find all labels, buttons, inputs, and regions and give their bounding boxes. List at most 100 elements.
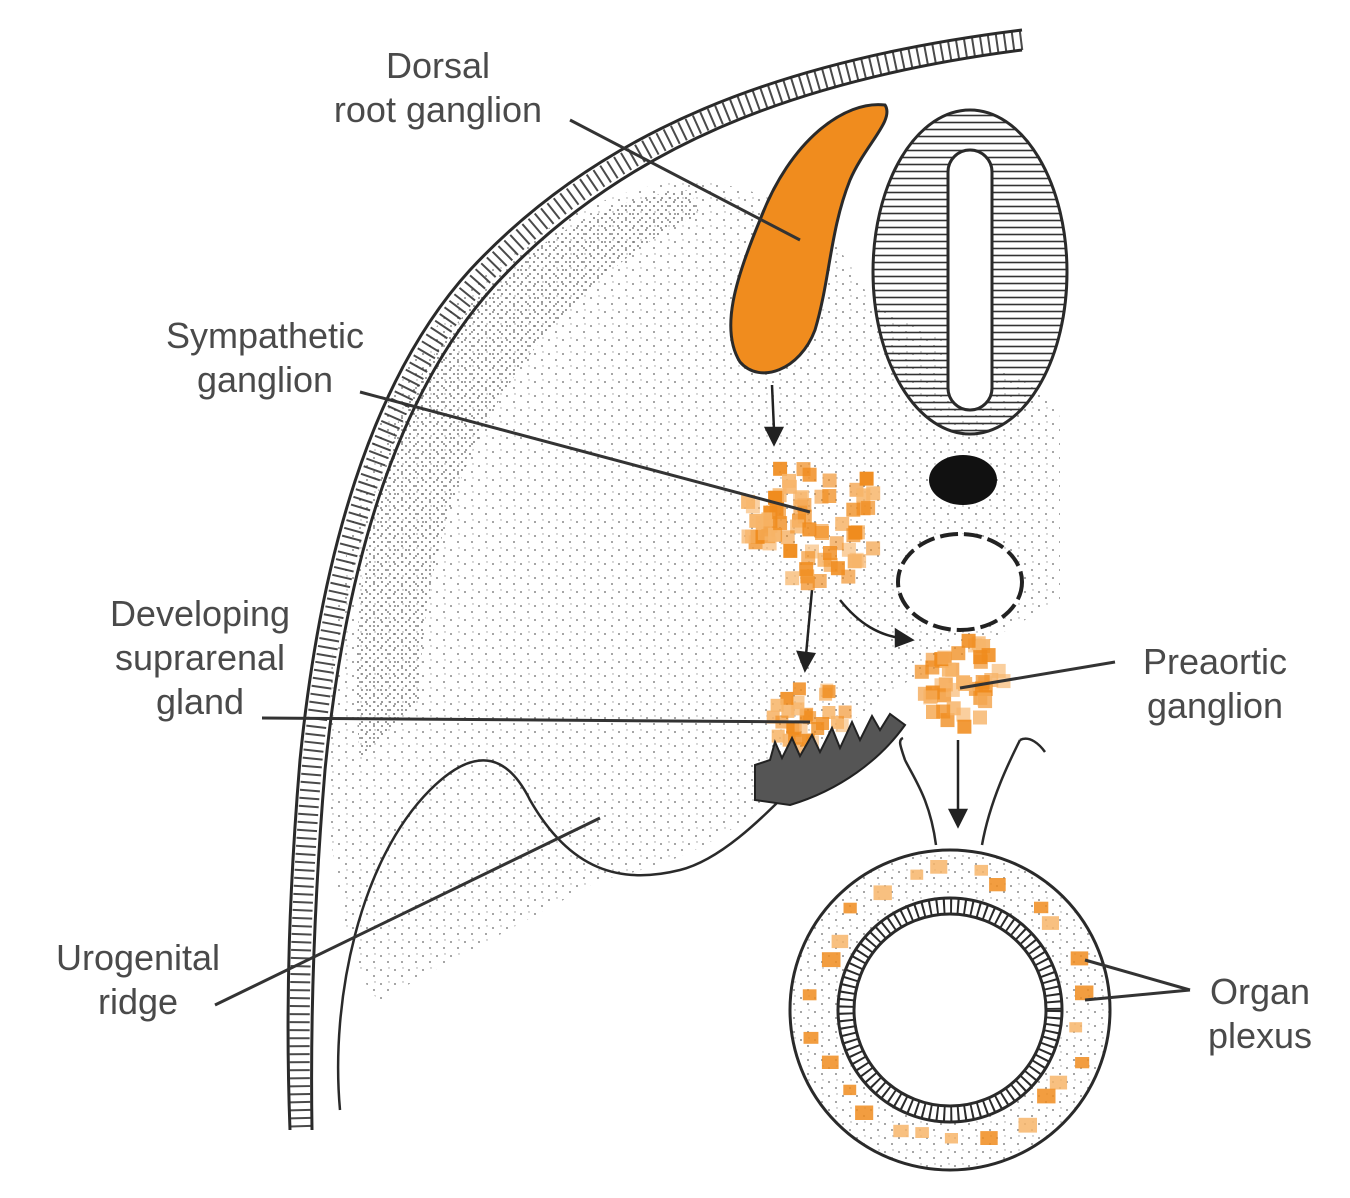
neural-crest-cell xyxy=(980,1131,998,1145)
neural-crest-cell xyxy=(1069,1022,1083,1033)
neural-crest-cell xyxy=(848,525,863,540)
neural-crest-cell xyxy=(1070,951,1089,966)
leader-lines xyxy=(214,118,1191,1007)
gut-lumen xyxy=(852,912,1048,1108)
neural-crest-cell xyxy=(873,885,892,901)
preaortic-ganglion-cells xyxy=(914,633,1011,734)
neural-crest-cell xyxy=(821,1055,839,1069)
neural-crest-cell xyxy=(1041,916,1059,930)
label-line: Developing xyxy=(109,593,291,634)
neural-crest-cell xyxy=(802,467,817,482)
neural-crest-cell xyxy=(951,646,966,661)
ectoderm-outer xyxy=(286,28,1023,1131)
label-dorsal-root-ganglion: Dorsal root ganglion xyxy=(288,44,588,132)
label-line: root ganglion xyxy=(333,89,543,130)
neural-crest-cell xyxy=(799,562,814,577)
neural-crest-cell xyxy=(937,650,952,665)
organ-plexus-cells xyxy=(802,860,1094,1145)
label-line: Urogenital xyxy=(55,937,221,978)
notochord xyxy=(929,455,997,505)
neural-crest-cell xyxy=(856,488,871,503)
neural-crest-cell xyxy=(989,878,1006,892)
neural-crest-cell xyxy=(771,729,785,743)
neural-crest-cell xyxy=(801,551,816,566)
label-urogenital-ridge: Urogenital ridge xyxy=(18,936,258,1024)
label-sympathetic-ganglion: Sympathetic ganglion xyxy=(120,314,410,402)
leader-sympathetic-ganglion xyxy=(359,390,811,514)
label-organ-plexus: Organ plexus xyxy=(1180,970,1340,1058)
neural-crest-cell xyxy=(822,489,837,503)
neural-crest-cell xyxy=(1049,1075,1068,1090)
leader-organ-plexus-a xyxy=(1084,958,1191,992)
sympathetic-ganglion-cells xyxy=(741,461,881,591)
leader-dorsal-root-ganglion xyxy=(569,118,801,242)
neural-crest-cell xyxy=(793,491,808,506)
neural-crest-cell xyxy=(781,704,795,718)
neural-crest-cell xyxy=(822,685,836,699)
label-line: plexus xyxy=(1207,1015,1313,1056)
neural-crest-cell xyxy=(741,494,756,509)
neural-crest-cell xyxy=(866,541,881,556)
label-line: Preaortic xyxy=(1142,641,1288,682)
neural-crest-cell xyxy=(1075,1057,1090,1069)
neural-crest-cell xyxy=(823,546,837,560)
neural-crest-cell xyxy=(773,461,788,476)
label-line: ridge xyxy=(97,981,179,1022)
neural-crest-cell xyxy=(961,633,976,648)
neural-crest-cell xyxy=(802,522,817,537)
neural-crest-cell xyxy=(761,512,776,527)
neural-crest-cell xyxy=(773,516,788,531)
neural-crest-cell xyxy=(1037,1088,1056,1104)
leader-organ-plexus-b xyxy=(1084,988,1191,1002)
neural-crest-cell xyxy=(802,989,817,1001)
neural-crest-cell xyxy=(923,690,938,705)
neural-crest-cell xyxy=(936,704,951,719)
neural-crest-cell xyxy=(914,664,929,679)
ectoderm-cells xyxy=(289,30,1024,1131)
neural-crest-cell xyxy=(859,471,874,486)
neural-crest-cell xyxy=(957,719,972,734)
neural-crest-cell xyxy=(800,576,815,591)
neural-crest-cell xyxy=(835,719,849,733)
neural-crest-cell xyxy=(803,1031,819,1044)
neural-crest-cell xyxy=(977,692,992,707)
migration-arrows xyxy=(763,384,969,829)
neural-crest-cell xyxy=(945,682,960,697)
label-line: ganglion xyxy=(196,359,334,400)
mesoderm-region xyxy=(327,180,1060,1000)
neural-crest-cell xyxy=(757,526,772,541)
neural-crest-cell xyxy=(847,554,862,569)
neural-crest-cell xyxy=(812,574,827,588)
neural-crest-cell xyxy=(791,702,805,716)
ectoderm-inner xyxy=(310,48,1023,1131)
neural-crest-cell xyxy=(915,1127,929,1138)
neural-crest-cell xyxy=(910,869,924,880)
neural-crest-cell xyxy=(749,513,764,528)
neural-crest-cell xyxy=(855,1105,874,1120)
gut-epithelium-cells xyxy=(839,899,1061,1121)
neural-crest-cell xyxy=(785,571,800,586)
neural-crest-cell xyxy=(831,934,849,949)
neural-crest-cell xyxy=(861,500,876,515)
dense-mesoderm-band xyxy=(356,190,700,760)
neural-crest-cell xyxy=(843,1084,857,1096)
neural-crest-cell xyxy=(780,691,794,705)
neural-crest-cell xyxy=(780,530,795,545)
label-line: Dorsal xyxy=(385,45,491,86)
neural-crest-cell xyxy=(1034,901,1049,914)
neural-crest-cell xyxy=(822,473,837,488)
neural-crest-cell xyxy=(790,519,805,534)
neural-canal xyxy=(946,148,994,412)
label-line: ganglion xyxy=(1146,685,1284,726)
neural-crest-cell xyxy=(792,682,806,696)
neural-crest-cell xyxy=(893,1124,909,1138)
neural-crest-cell xyxy=(1018,1117,1037,1133)
neural-crest-cell xyxy=(835,516,850,531)
neural-crest-cell xyxy=(822,706,836,719)
neural-crest-cell xyxy=(830,561,845,576)
neural-crest-cell xyxy=(772,505,786,520)
label-line: Sympathetic xyxy=(165,315,365,356)
neural-crest-cell xyxy=(770,698,784,712)
